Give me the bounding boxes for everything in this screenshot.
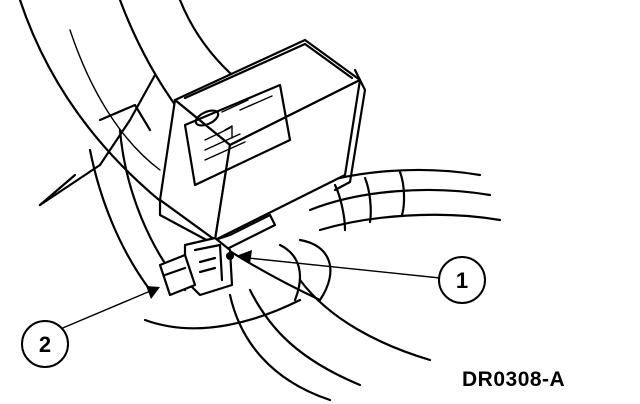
background-trim-lines — [18, 0, 322, 302]
callout-1-leader — [247, 257, 441, 279]
callout-1-circle — [438, 256, 486, 304]
callout-2-circle — [21, 320, 69, 368]
callout-1-arrowhead — [236, 250, 252, 264]
callout-2: 2 — [21, 286, 160, 368]
callout-1-number: 1 — [456, 268, 468, 293]
wiring-harness — [278, 168, 502, 302]
connector-pin-point — [226, 252, 234, 260]
column-shroud-curves — [143, 278, 432, 402]
callout-2-arrowhead — [146, 286, 160, 299]
callout-2-number: 2 — [39, 332, 51, 357]
figure-id-label: DR0308-A — [462, 368, 566, 391]
module-connector — [158, 236, 234, 297]
callout-1: 1 — [236, 250, 486, 304]
control-module-box — [158, 38, 367, 252]
callout-2-leader — [57, 291, 149, 331]
